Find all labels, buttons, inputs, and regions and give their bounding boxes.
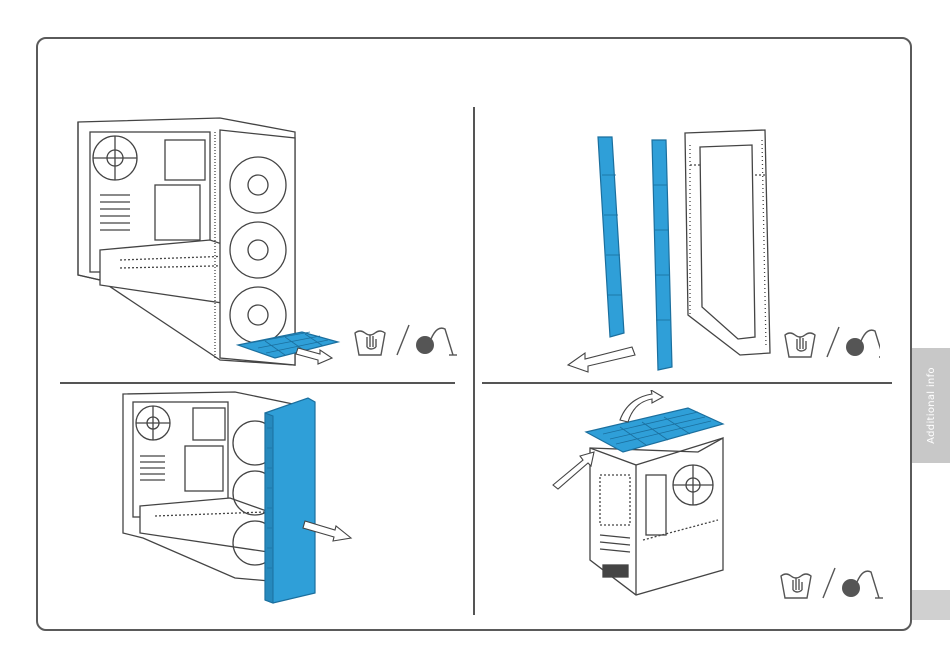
vacuum-cleaner-icon bbox=[416, 328, 457, 355]
horizontal-divider-left bbox=[60, 382, 455, 384]
horizontal-divider-right bbox=[482, 382, 892, 384]
hand-wash-icon bbox=[785, 333, 815, 357]
front-filter-illustration bbox=[70, 110, 470, 375]
panel-side-filters bbox=[540, 115, 880, 380]
pull-arrow bbox=[568, 347, 635, 372]
side-filters-illustration bbox=[540, 115, 880, 380]
front-panel bbox=[265, 398, 315, 603]
vertical-divider bbox=[473, 107, 475, 615]
push-arrow bbox=[553, 452, 594, 489]
top-filter-illustration bbox=[548, 390, 898, 610]
hand-wash-icon bbox=[781, 574, 811, 598]
pull-arrow bbox=[296, 348, 332, 364]
care-icons bbox=[781, 568, 883, 598]
panel-front-panel-removal bbox=[115, 388, 365, 608]
hand-wash-icon bbox=[355, 331, 385, 355]
page-edge-tab bbox=[912, 590, 950, 620]
vacuum-cleaner-icon bbox=[842, 571, 883, 598]
front-panel-frame bbox=[685, 130, 770, 355]
care-icons bbox=[785, 327, 880, 357]
section-tab-label: Additional info bbox=[926, 367, 937, 444]
top-filter bbox=[586, 408, 723, 452]
front-panel-removal-illustration bbox=[115, 388, 365, 608]
side-filter-right bbox=[652, 140, 672, 370]
panel-top-filter bbox=[548, 390, 898, 610]
side-filter-left bbox=[598, 137, 624, 337]
vacuum-cleaner-icon bbox=[846, 330, 880, 357]
care-icons bbox=[355, 325, 457, 355]
section-tab-additional-info[interactable]: Additional info bbox=[912, 348, 950, 463]
panel-front-filter bbox=[70, 110, 470, 375]
